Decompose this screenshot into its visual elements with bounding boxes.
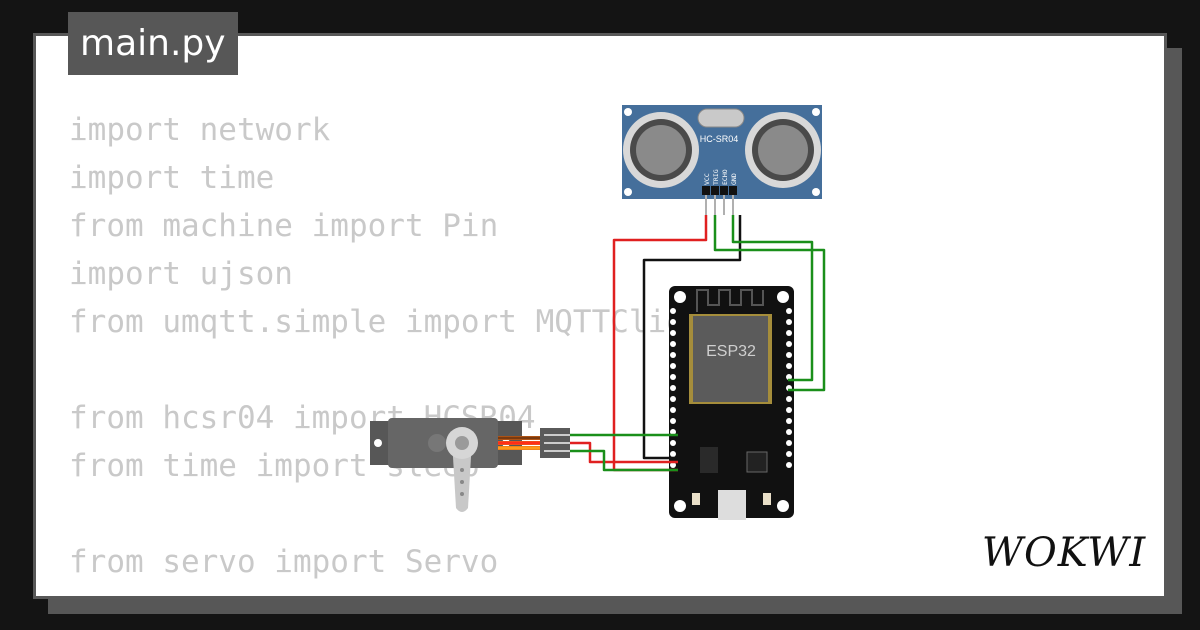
- board-label: ESP32: [706, 343, 756, 360]
- header-pin: [670, 352, 676, 358]
- header-pin: [786, 341, 792, 347]
- header-pin: [670, 308, 676, 314]
- code-line: from umqtt.simple import MQTTClient: [69, 304, 723, 340]
- code-preview-card: import network import time from machine im…: [33, 33, 1167, 599]
- pin-label-echo: ECHO: [721, 169, 729, 185]
- logo-text: WOKWI: [982, 530, 1146, 576]
- wire-gnd-black: [642, 215, 742, 460]
- header-pin: [670, 319, 676, 325]
- header-pin: [670, 451, 676, 457]
- code-line: import time: [69, 160, 275, 196]
- header-pin: [670, 440, 676, 446]
- header-pin: [670, 385, 676, 391]
- header-pin: [786, 407, 792, 413]
- header-pin: [786, 462, 792, 468]
- transducer-right: [745, 112, 821, 188]
- wokwi-logo: WOKWI: [982, 530, 1146, 576]
- pin-label-trig: TRIG: [712, 169, 720, 185]
- esp32-board[interactable]: ESP32: [669, 286, 794, 520]
- header-pin: [786, 319, 792, 325]
- hc-sr04-sensor[interactable]: HC-SR04 VCC TRIG ECHO GND: [622, 105, 822, 215]
- header-pin: [786, 429, 792, 435]
- wire-trig-green: [713, 215, 826, 392]
- wire-servo-gnd-green: [570, 449, 678, 472]
- header-pin: [670, 330, 676, 336]
- header-pin: [670, 418, 676, 424]
- header-pin: [670, 341, 676, 347]
- transducer-left: [623, 112, 699, 188]
- header-pin: [786, 440, 792, 446]
- header-pin: [670, 374, 676, 380]
- esp32-module-shield: [693, 316, 768, 402]
- header-pin: [786, 308, 792, 314]
- header-pin: [670, 396, 676, 402]
- code-line: import ujson: [69, 256, 293, 292]
- pin-label-gnd: GND: [730, 173, 738, 185]
- header-pin: [670, 407, 676, 413]
- header-pin: [786, 374, 792, 380]
- code-line: import network: [69, 112, 331, 148]
- header-pin: [786, 396, 792, 402]
- header-pin: [786, 363, 792, 369]
- header-pin: [786, 451, 792, 457]
- wires: [570, 215, 826, 472]
- servo-motor[interactable]: [370, 418, 570, 512]
- sensor-label: HC-SR04: [700, 134, 739, 144]
- code-line: from machine import Pin: [69, 208, 499, 244]
- header-pin: [670, 363, 676, 369]
- pin-label-vcc: VCC: [703, 173, 711, 185]
- code-line: from servo import Servo: [69, 544, 499, 580]
- header-pin: [786, 418, 792, 424]
- header-pin: [670, 429, 676, 435]
- header-pin: [786, 352, 792, 358]
- header-pin: [786, 330, 792, 336]
- header-pin: [670, 462, 676, 468]
- file-tab[interactable]: main.py: [68, 12, 238, 75]
- wire-echo-green: [731, 215, 814, 382]
- wire-servo-vcc-red: [570, 441, 678, 464]
